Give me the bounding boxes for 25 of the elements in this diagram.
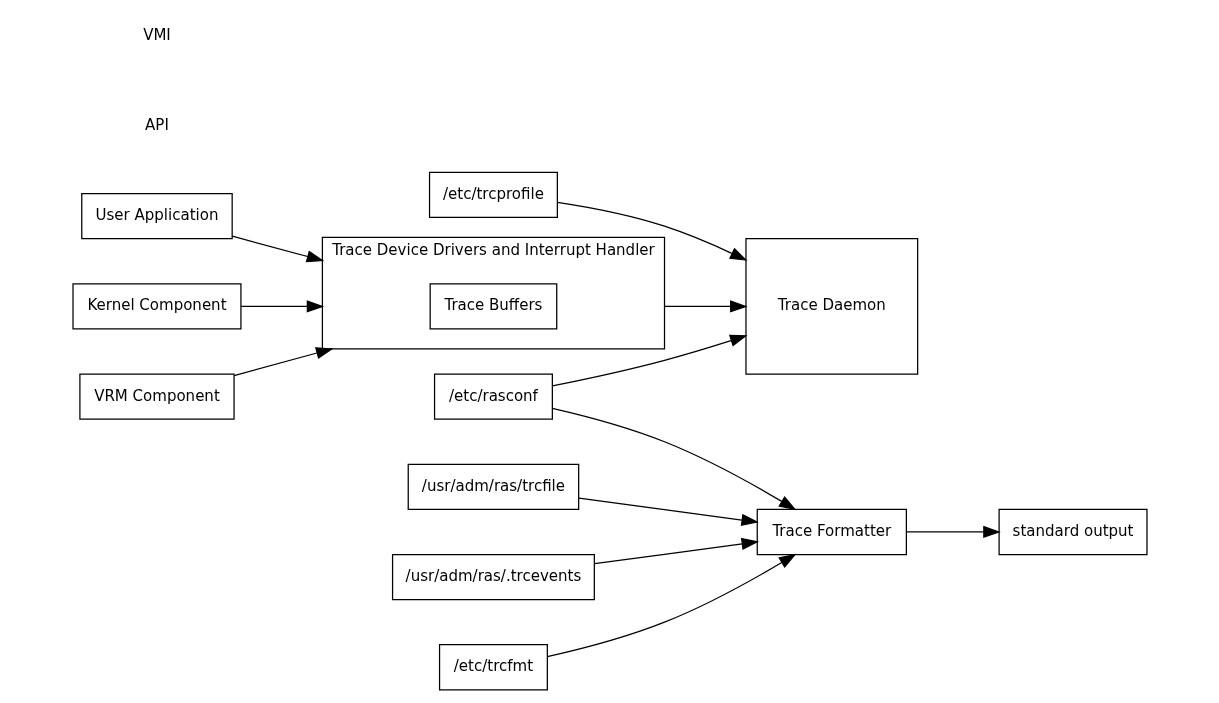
label: API (144, 115, 169, 134)
label: VMI (142, 25, 171, 44)
arrow (556, 201, 747, 261)
arrow (551, 334, 748, 387)
arrow (663, 300, 748, 313)
arrow (593, 537, 759, 565)
arrow (577, 497, 759, 527)
node-box: /etc/trcprofile (428, 171, 558, 219)
node-box: standard output (998, 508, 1148, 556)
node-box: User Application (80, 192, 233, 240)
arrow (551, 407, 796, 511)
node-box: /usr/adm/ras/trcfile (407, 463, 579, 511)
node-box: /etc/trcfmt (438, 644, 548, 691)
arrow (233, 347, 334, 377)
arrow (905, 525, 1001, 539)
node-box: Trace Buffers (429, 283, 557, 330)
arrow (240, 300, 324, 313)
arrow (231, 235, 324, 263)
node-box: /etc/rasconf (433, 373, 553, 420)
node-box: /usr/adm/ras/.trcevents (391, 553, 595, 601)
node-box: Trace Formatter (756, 508, 907, 556)
arrow (546, 553, 796, 658)
node-box: Trace Daemon (744, 238, 918, 375)
node-box: VRM Component (78, 373, 235, 420)
node-box: Kernel Component (71, 283, 242, 330)
